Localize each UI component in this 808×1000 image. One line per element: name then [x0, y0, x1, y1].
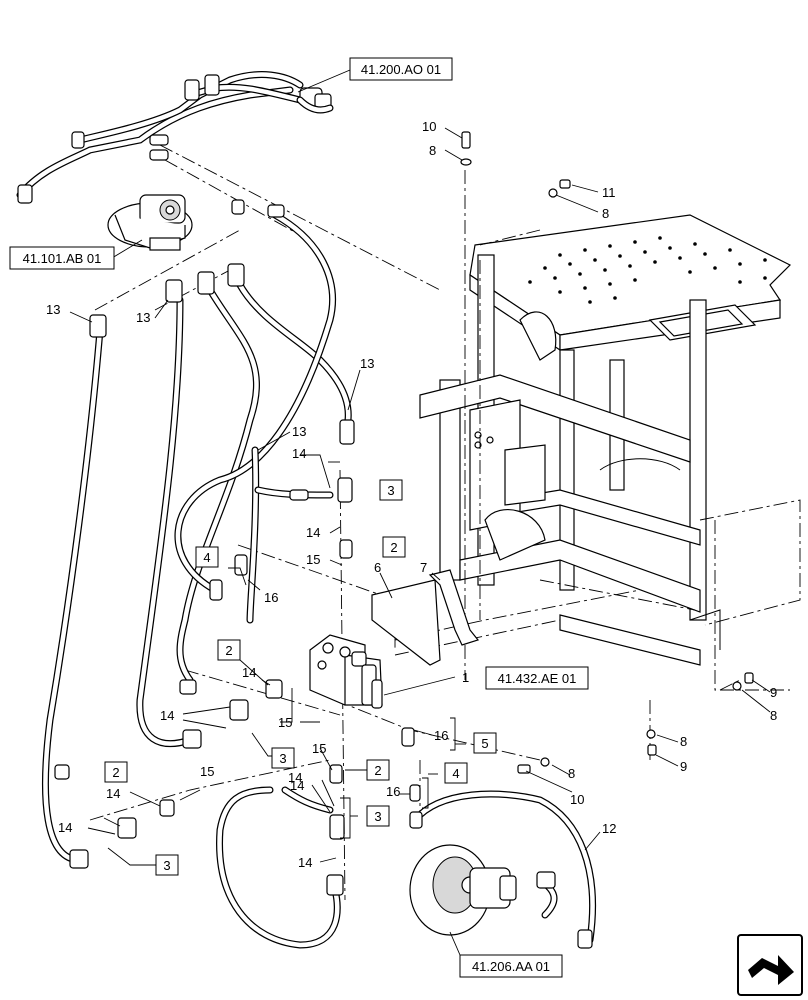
item-box-3b: 3: [271, 747, 295, 769]
machine-frame: [419, 214, 801, 691]
svg-text:2: 2: [112, 765, 119, 780]
svg-text:41.432.AE 01: 41.432.AE 01: [498, 671, 577, 686]
callout-14: 14: [288, 770, 302, 785]
callout-11: 11: [602, 185, 616, 200]
callout-14: 14: [160, 708, 174, 723]
callout-14: 14: [306, 525, 320, 540]
item-box-2a: 2: [382, 536, 406, 558]
item-box-5: 5: [473, 732, 497, 754]
item-box-3a: 3: [379, 479, 403, 501]
item-box-2b: 2: [217, 639, 241, 661]
svg-text:4: 4: [452, 766, 459, 781]
callout-8: 8: [602, 206, 609, 221]
reference-top[interactable]: 41.200.AO 01: [349, 57, 453, 81]
hydraulic-pump: [409, 844, 517, 936]
callout-15: 15: [306, 552, 320, 567]
next-page-arrow-icon[interactable]: [737, 934, 803, 996]
callout-8: 8: [770, 708, 777, 723]
item-box-3d: 3: [155, 854, 179, 876]
reference-pump[interactable]: 41.206.AA 01: [459, 954, 563, 978]
svg-text:5: 5: [481, 736, 488, 751]
callout-13: 13: [136, 310, 150, 325]
callout-7: 7: [420, 560, 427, 575]
item-box-4b: 4: [444, 762, 468, 784]
callout-14: 14: [58, 820, 72, 835]
svg-text:4: 4: [203, 550, 210, 565]
svg-text:2: 2: [390, 540, 397, 555]
callout-13: 13: [292, 424, 306, 439]
callout-16: 16: [434, 728, 448, 743]
callout-15: 15: [312, 741, 326, 756]
reference-valve[interactable]: 41.432.AE 01: [485, 666, 589, 690]
callout-13: 13: [46, 302, 60, 317]
valve-block: [309, 634, 383, 709]
deck-perforations: [528, 236, 767, 304]
callout-8: 8: [568, 766, 575, 781]
svg-text:3: 3: [374, 809, 381, 824]
callout-8: 8: [680, 734, 687, 749]
callout-15: 15: [200, 764, 214, 779]
callout-14: 14: [106, 786, 120, 801]
svg-text:2: 2: [374, 763, 381, 778]
callout-10: 10: [422, 119, 436, 134]
item-box-2d: 2: [104, 761, 128, 783]
callout-14: 14: [298, 855, 312, 870]
fittings: [54, 131, 754, 949]
svg-text:41.206.AA 01: 41.206.AA 01: [472, 959, 550, 974]
upper-harness: [16, 71, 334, 204]
callout-15: 15: [278, 715, 292, 730]
item-box-2c: 2: [366, 759, 390, 781]
reference-left[interactable]: 41.101.AB 01: [9, 246, 115, 270]
callout-8: 8: [429, 143, 436, 158]
callout-9: 9: [770, 685, 777, 700]
callout-10: 10: [570, 792, 584, 807]
callout-6: 6: [374, 560, 381, 575]
svg-text:2: 2: [225, 643, 232, 658]
callout-14: 14: [292, 446, 306, 461]
item-box-3c: 3: [366, 805, 390, 827]
svg-text:3: 3: [163, 858, 170, 873]
callout-9: 9: [680, 759, 687, 774]
steering-unit: [107, 194, 193, 251]
callout-1: 1: [462, 670, 469, 685]
item-box-4a: 4: [195, 546, 219, 568]
mounting-bracket: [371, 569, 480, 666]
callout-16: 16: [264, 590, 278, 605]
svg-text:41.101.AB 01: 41.101.AB 01: [23, 251, 102, 266]
callout-13: 13: [360, 356, 374, 371]
callout-16: 16: [386, 784, 400, 799]
hoses: [41, 211, 596, 949]
svg-text:3: 3: [279, 751, 286, 766]
leader-lines: [69, 69, 771, 956]
callout-12: 12: [602, 821, 616, 836]
callout-14: 14: [242, 665, 256, 680]
callout-numbers: 13 13 13 13 10 8 11 8 14 14 15 16 6 7 14…: [46, 119, 777, 870]
svg-text:3: 3: [387, 483, 394, 498]
callout-14: 14: [290, 778, 304, 793]
svg-text:41.200.AO 01: 41.200.AO 01: [361, 62, 441, 77]
